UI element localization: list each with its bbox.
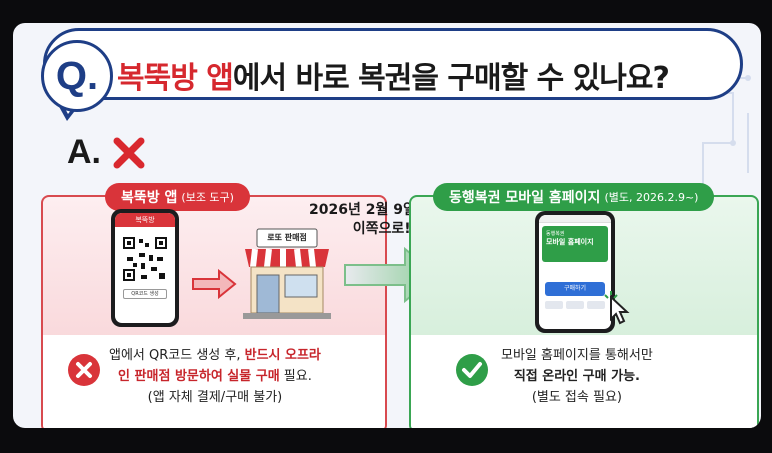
purchase-button: 구매하기 [545, 282, 605, 296]
lottery-store-icon [243, 228, 331, 319]
question-bubble [43, 28, 743, 100]
mobile-web-phone: 동행복권 모바일 홈페이지 구매하기 [535, 211, 615, 333]
red-x-icon [113, 137, 145, 168]
question-letter: Q. [55, 53, 99, 98]
mobile-web-panel-description: 모바일 홈페이지를 통해서만 직접 온라인 구매 가능. (별도 접속 필요) [411, 345, 757, 408]
app-panel-title: 복뚝방 앱(보조 도구) [105, 183, 250, 211]
question-rest: 에서 바로 복권을 구매할 수 있나요? [232, 61, 670, 96]
green-check-circle-icon [456, 354, 488, 386]
mobile-web-panel: 동행복권 모바일 홈페이지(별도, 2026.2.9~) 동행복권 모바일 홈페… [409, 183, 759, 428]
red-x-circle-icon [68, 354, 100, 386]
qr-generate-button: QR코드 생성 [123, 289, 167, 299]
qr-code-icon [121, 235, 169, 283]
answer-row: A. [67, 133, 147, 172]
store-sign: 로또 판매점 [267, 233, 307, 242]
app-panel-description: 앱에서 QR코드 생성 후, 반드시 오프라 인 판매점 방문하여 실물 구매 … [43, 345, 385, 408]
mobile-web-panel-title: 동행복권 모바일 홈페이지(별도, 2026.2.9~) [433, 183, 715, 211]
arrow-right-icon [192, 269, 237, 299]
app-panel: 복뚝방 앱(보조 도구) 복뚝방 QR코드 생성 [41, 183, 387, 428]
cursor-click-icon [604, 291, 630, 325]
question-highlight: 복뚝방 앱 [117, 61, 234, 96]
question-text: 복뚝방 앱에서 바로 복권을 구매할 수 있나요? [117, 53, 670, 97]
mobile-banner: 동행복권 모바일 홈페이지 [542, 226, 608, 262]
question-badge: Q. [41, 40, 113, 112]
app-phone: 복뚝방 QR코드 생성 [111, 209, 179, 327]
infographic-card: Q. 복뚝방 앱에서 바로 복권을 구매할 수 있나요? A. 복뚝방 앱(보조… [13, 23, 761, 428]
app-phone-header: 복뚝방 [115, 213, 175, 227]
answer-letter: A. [67, 133, 101, 171]
